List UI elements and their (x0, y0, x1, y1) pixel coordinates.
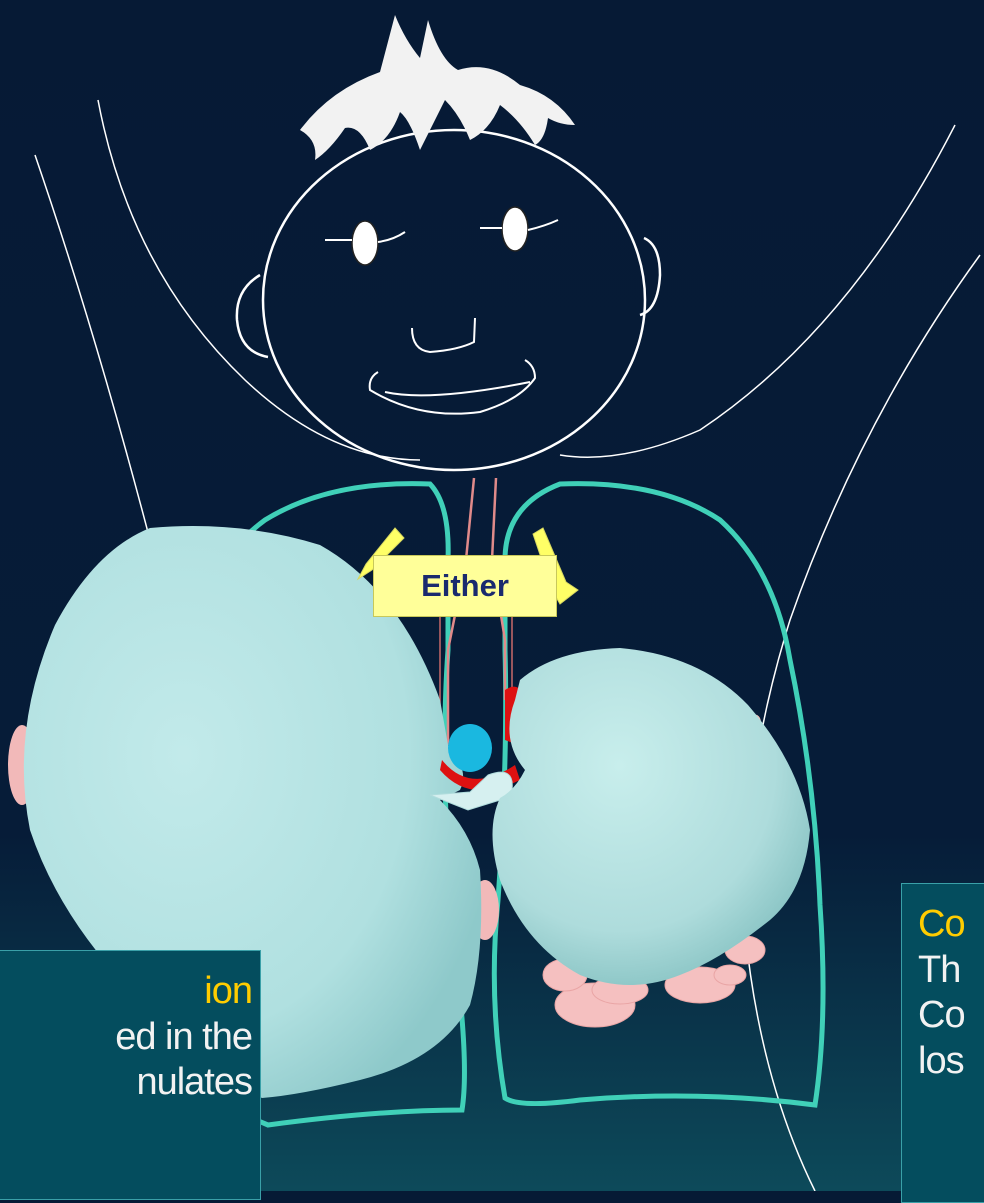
either-callout: Either (373, 555, 557, 617)
right-box-line: Co (918, 993, 965, 1039)
right-box-title: Co (918, 902, 965, 948)
left-box-line: nulates (115, 1060, 252, 1106)
either-label: Either (421, 568, 509, 604)
left-text-box: ion ed in the nulates (0, 950, 261, 1200)
left-box-line: ed in the (115, 1015, 252, 1061)
right-text-box: Co Th Co los (901, 883, 984, 1203)
left-box-title: ion (115, 969, 252, 1015)
right-box-line: Th (918, 948, 965, 994)
right-box-line: los (918, 1039, 965, 1085)
